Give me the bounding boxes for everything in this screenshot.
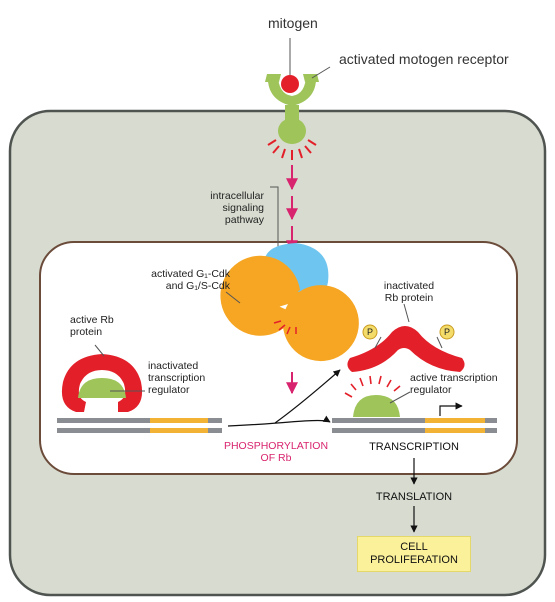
mitogen-icon xyxy=(281,75,299,93)
mitogen-label: mitogen xyxy=(268,15,318,31)
dna-icon-right xyxy=(332,418,497,433)
phosphorylation-label: PHOSPHORYLATION OF Rb xyxy=(223,440,329,465)
transcription-start-icon xyxy=(439,402,463,416)
phosphorylation-arrow xyxy=(227,415,331,427)
regulator-icon xyxy=(78,378,126,398)
cdk-complex-icon xyxy=(220,243,359,362)
proliferation-box: CELL PROLIFERATION xyxy=(357,536,471,572)
receptor-activation-rays xyxy=(267,139,317,160)
inactivated-rb-label: inactivated Rb protein xyxy=(383,280,435,305)
rb-protein-icon xyxy=(61,354,143,412)
release-arrow xyxy=(274,369,341,424)
active-regulator-label: active transcription regulator xyxy=(410,372,498,397)
phosphate-icon xyxy=(362,324,378,340)
active-rb-label: active Rb protein xyxy=(70,314,114,339)
receptor-label: activated motogen receptor xyxy=(339,51,509,67)
cdk-label: activated G₁-Cdk and G₁/S-Cdk xyxy=(151,268,230,293)
phosphate-label-right: P xyxy=(443,327,450,337)
transcription-label: TRANSCRIPTION xyxy=(369,441,459,453)
pathway-label: intracellular signaling pathway xyxy=(210,190,264,227)
translation-label: TRANSLATION xyxy=(375,491,453,503)
dna-icon xyxy=(57,418,222,433)
phosphate-icon xyxy=(439,324,455,340)
phosphate-label-left: P xyxy=(366,327,373,337)
proliferation-label-1: CELL xyxy=(400,540,428,553)
proliferation-label-2: PROLIFERATION xyxy=(370,554,458,566)
inactivated-regulator-label: inactivated transcription regulator xyxy=(148,360,206,397)
inactivated-rb-icon xyxy=(347,326,465,372)
active-regulator-icon xyxy=(353,395,400,417)
